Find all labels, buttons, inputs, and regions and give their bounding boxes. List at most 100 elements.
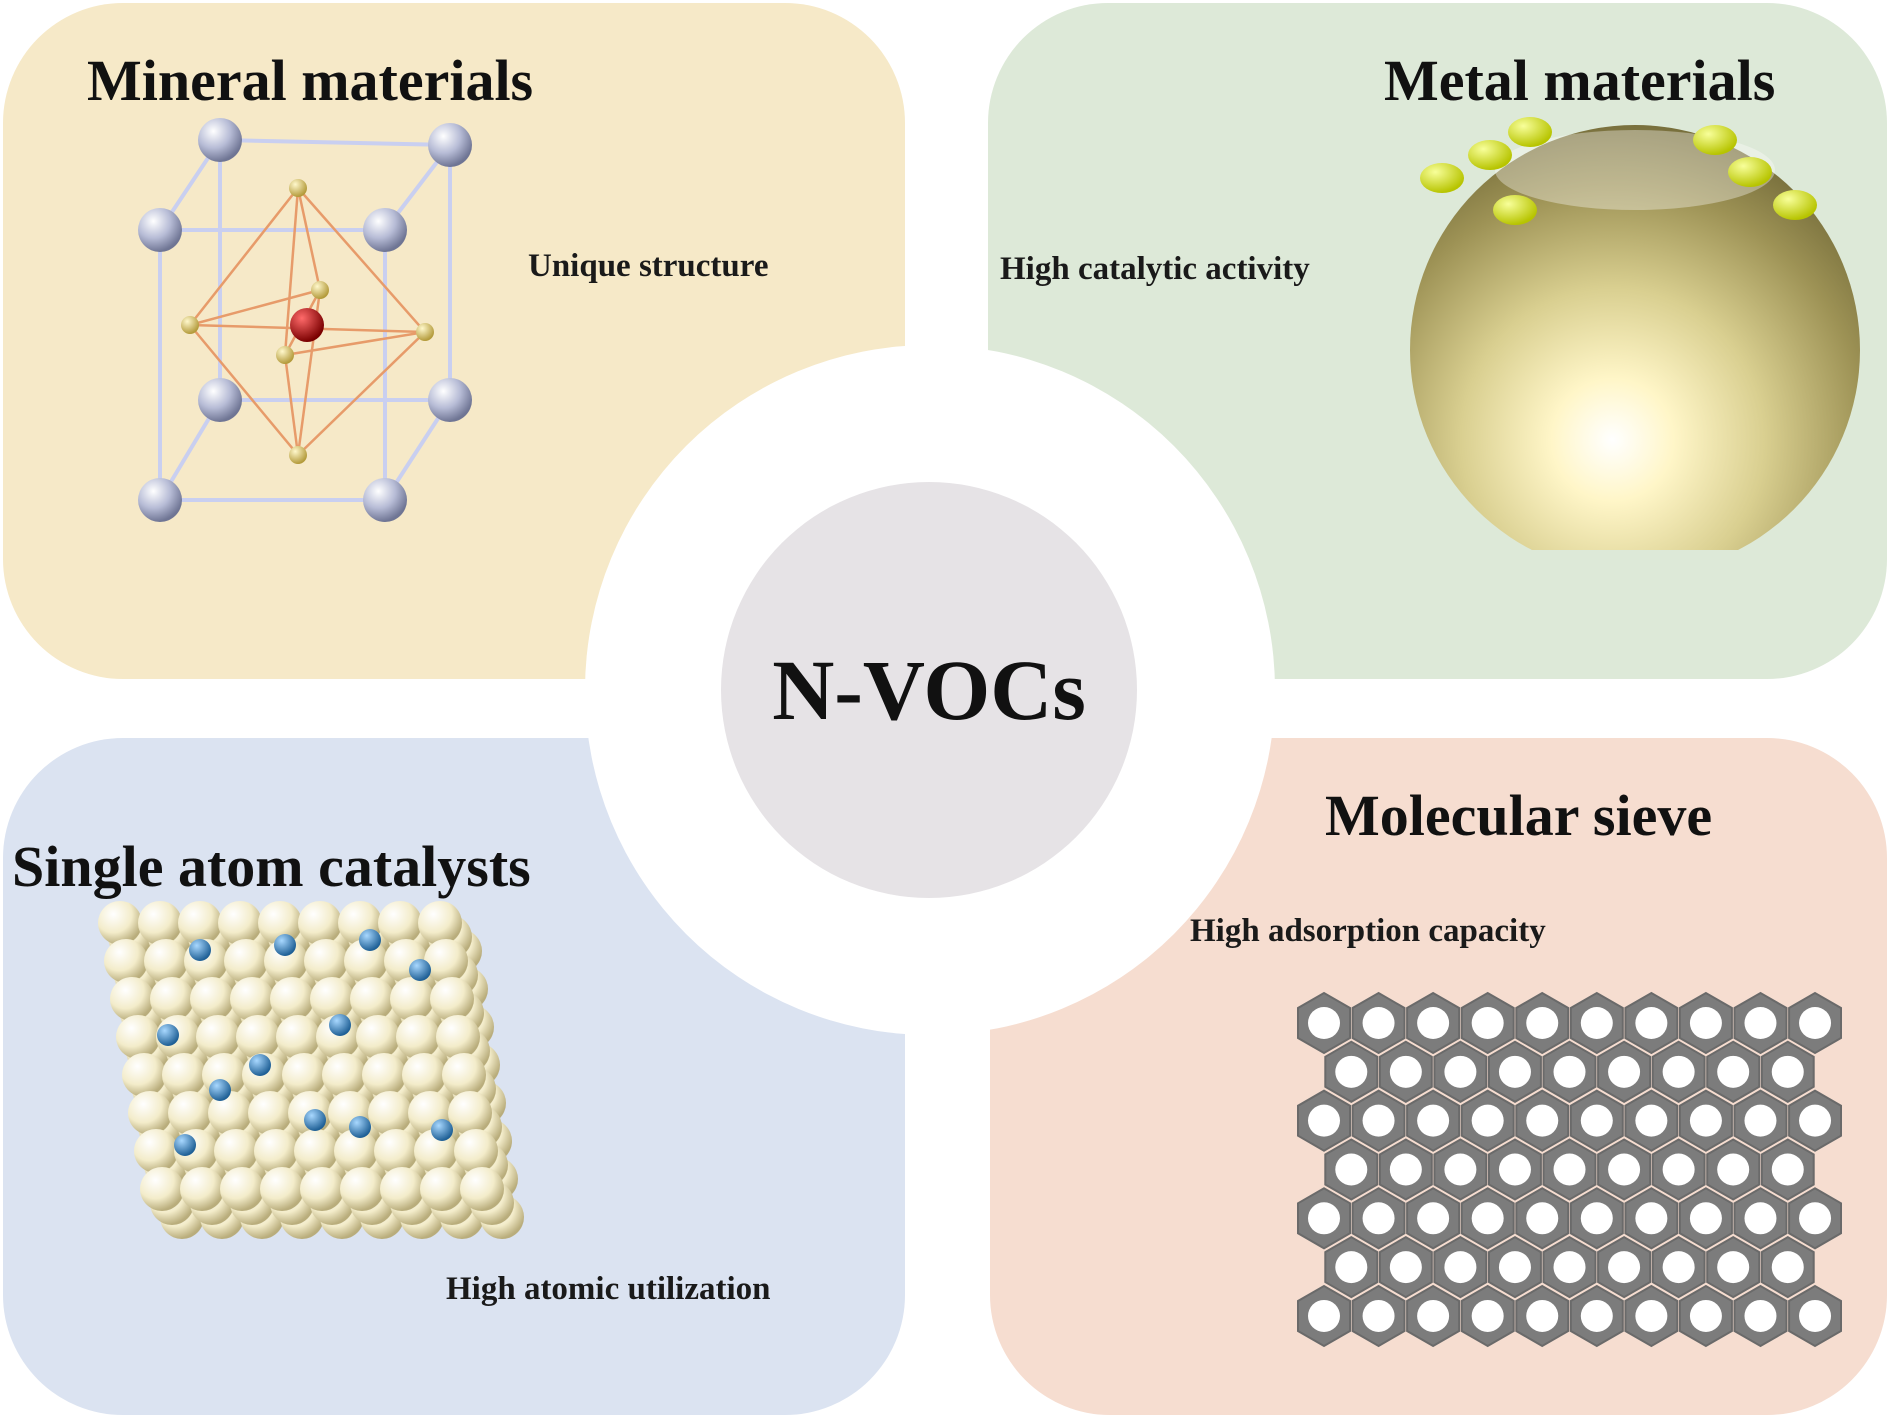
single-atom-title: Single atom catalysts <box>12 834 531 899</box>
pore <box>1580 1299 1613 1332</box>
host-atom <box>322 1053 366 1097</box>
pore <box>1335 1251 1368 1284</box>
pore <box>1498 1153 1531 1186</box>
pore <box>1335 1153 1368 1186</box>
host-atom <box>294 1129 338 1173</box>
host-atom <box>254 1129 298 1173</box>
mineral-feature: Unique structure <box>528 248 769 284</box>
host-atom <box>362 1053 406 1097</box>
pore <box>1389 1153 1422 1186</box>
pore <box>1417 1007 1450 1039</box>
pore <box>1389 1251 1422 1284</box>
single-atom-dopant <box>304 1109 326 1131</box>
pore <box>1580 1104 1613 1137</box>
host-atom <box>264 939 308 983</box>
pore <box>1526 1299 1559 1332</box>
host-atom <box>190 977 234 1021</box>
single-atom-dopant <box>431 1119 453 1141</box>
host-atom <box>448 1091 492 1135</box>
pore <box>1580 1202 1613 1235</box>
pore <box>1771 1055 1804 1088</box>
single-atom-dopant <box>409 959 431 981</box>
host-atom <box>134 1129 178 1173</box>
pore <box>1526 1007 1559 1039</box>
host-atom <box>454 1129 498 1173</box>
host-atom <box>374 1129 418 1173</box>
host-atom <box>396 1015 440 1059</box>
sieve-title: Molecular sieve <box>1325 783 1713 848</box>
metal-title: Metal materials <box>1384 48 1776 113</box>
pore <box>1744 1104 1777 1137</box>
pore <box>1498 1055 1531 1088</box>
host-atom <box>424 939 468 983</box>
host-atom <box>162 1053 206 1097</box>
host-atom <box>270 977 314 1021</box>
single-atom-dopant <box>189 939 211 961</box>
host-atom <box>168 1091 212 1135</box>
host-atom <box>236 1015 280 1059</box>
single-atom-dopant <box>157 1024 179 1046</box>
pore <box>1308 1007 1340 1039</box>
pore <box>1308 1104 1340 1137</box>
host-atom <box>460 1167 504 1211</box>
pore <box>1689 1104 1722 1137</box>
pore <box>1389 1055 1422 1088</box>
pore <box>1553 1251 1586 1284</box>
host-atom <box>402 1053 446 1097</box>
pore <box>1608 1251 1641 1284</box>
host-atom <box>224 939 268 983</box>
host-atom <box>368 1091 412 1135</box>
host-atom <box>248 1091 292 1135</box>
host-atom <box>150 977 194 1021</box>
host-atom <box>420 1167 464 1211</box>
pore <box>1717 1055 1750 1088</box>
host-atom <box>282 1053 326 1097</box>
pore <box>1799 1104 1832 1137</box>
pore <box>1471 1007 1504 1039</box>
pore <box>1417 1202 1450 1235</box>
host-atom <box>380 1167 424 1211</box>
pore <box>1362 1299 1395 1332</box>
host-atom <box>260 1167 304 1211</box>
host-atom <box>300 1167 344 1211</box>
pore <box>1553 1055 1586 1088</box>
pore <box>1608 1153 1641 1186</box>
center-label: N-VOCs <box>772 642 1086 738</box>
host-atom <box>430 977 474 1021</box>
pore <box>1717 1153 1750 1186</box>
host-atom <box>418 901 462 945</box>
host-atom <box>128 1091 172 1135</box>
host-atom <box>390 977 434 1021</box>
pore <box>1444 1153 1477 1186</box>
pore <box>1335 1055 1368 1088</box>
pore <box>1362 1202 1395 1235</box>
pore <box>1635 1104 1668 1137</box>
metal-nanoparticle-icon <box>1410 117 1860 550</box>
host-atom <box>334 1129 378 1173</box>
host-atom <box>230 977 274 1021</box>
pore <box>1444 1055 1477 1088</box>
single-atom-dopant <box>249 1054 271 1076</box>
host-atom <box>122 1053 166 1097</box>
host-atom <box>310 977 354 1021</box>
metal-feature: High catalytic activity <box>1000 251 1310 287</box>
host-atom <box>436 1015 480 1059</box>
pore <box>1308 1202 1340 1235</box>
pore <box>1417 1299 1450 1332</box>
pore <box>1362 1007 1395 1039</box>
atom-slab-icon <box>98 901 524 1239</box>
host-atom <box>140 1167 184 1211</box>
pore <box>1526 1104 1559 1137</box>
pore <box>1662 1055 1695 1088</box>
host-atom <box>276 1015 320 1059</box>
host-atom <box>178 901 222 945</box>
host-atom <box>258 901 302 945</box>
single-atom-feature: High atomic utilization <box>446 1271 771 1307</box>
pore <box>1471 1299 1504 1332</box>
single-atom-dopant <box>209 1079 231 1101</box>
pore <box>1580 1007 1613 1039</box>
pore <box>1308 1299 1340 1332</box>
host-atom <box>98 901 142 945</box>
pore <box>1689 1007 1722 1039</box>
host-atom <box>442 1053 486 1097</box>
